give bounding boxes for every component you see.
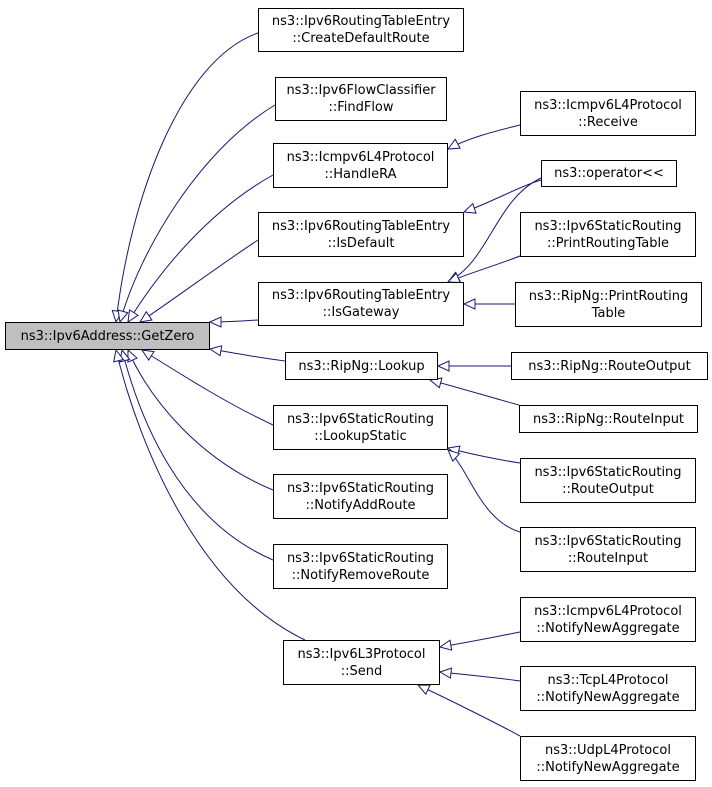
edge-ripng_print_routing_table-to-is_gateway: [462, 298, 516, 310]
node-is-gateway[interactable]: ns3::Ipv6RoutingTableEntry::IsGateway: [258, 282, 464, 326]
node-icmpv6-receive[interactable]: ns3::Icmpv6L4Protocol::Receive: [520, 91, 696, 136]
edge-notify_remove_route-to-root: [119, 348, 274, 561]
edge-print_routing_table-to-is_gateway: [446, 255, 521, 283]
edge-tcp_notify_new_aggregate-to-l3_send: [438, 667, 521, 682]
node-icmpv6-notify-new-aggregate[interactable]: ns3::Icmpv6L4Protocol::NotifyNewAggregat…: [520, 597, 696, 642]
node-ripng-lookup[interactable]: ns3::RipNg::Lookup: [285, 352, 438, 380]
edge-is_default-to-root: [138, 239, 259, 323]
node-static-route-output[interactable]: ns3::Ipv6StaticRouting::RouteOutput: [520, 458, 696, 503]
node-ripng-route-output[interactable]: ns3::RipNg::RouteOutput: [511, 352, 708, 380]
edge-lookup_static-to-root: [140, 349, 274, 426]
edge-icmp_receive-to-handle_ra: [446, 124, 521, 150]
edge-static_route_input-to-lookup_static: [447, 449, 521, 533]
edge-is_gateway-to-root: [208, 316, 259, 328]
node-lookup-static[interactable]: ns3::Ipv6StaticRouting::LookupStatic: [273, 405, 448, 450]
edge-ripng_route_input-to-ripng_lookup: [428, 377, 520, 406]
node-notify-add-route[interactable]: ns3::Ipv6StaticRouting::NotifyAddRoute: [273, 474, 448, 519]
edge-l3_send-to-root: [113, 348, 306, 641]
node-notify-remove-route[interactable]: ns3::Ipv6StaticRouting::NotifyRemoveRout…: [273, 544, 448, 589]
edge-ripng_route_output-to-ripng_lookup: [436, 360, 511, 372]
edge-create_default_route-to-root: [111, 32, 259, 324]
node-ripng-route-input[interactable]: ns3::RipNg::RouteInput: [519, 405, 698, 433]
edge-find_flow-to-root: [117, 104, 276, 324]
node-create-default-route[interactable]: ns3::Ipv6RoutingTableEntry::CreateDefaul…: [258, 8, 464, 52]
node-ipv6l3protocol-send[interactable]: ns3::Ipv6L3Protocol::Send: [283, 640, 440, 685]
edge-handle_ra-to-root: [127, 174, 274, 324]
edge-ripng_lookup-to-root: [208, 345, 286, 362]
edge-udp_notify_new_aggregate-to-l3_send: [416, 684, 521, 737]
node-find-flow[interactable]: ns3::Ipv6FlowClassifier::FindFlow: [275, 77, 447, 121]
edge-icmp_notify_new_aggregate-to-l3_send: [438, 631, 521, 651]
node-is-default[interactable]: ns3::Ipv6RoutingTableEntry::IsDefault: [258, 212, 464, 257]
node-print-routing-table[interactable]: ns3::Ipv6StaticRouting::PrintRoutingTabl…: [520, 212, 696, 257]
edge-notify_add_route-to-root: [127, 348, 274, 491]
node-handle-ra[interactable]: ns3::Icmpv6L4Protocol::HandleRA: [273, 143, 448, 188]
node-static-route-input[interactable]: ns3::Ipv6StaticRouting::RouteInput: [520, 527, 696, 572]
node-operator-shift[interactable]: ns3::operator<<: [541, 160, 677, 187]
node-tcp-notify-new-aggregate[interactable]: ns3::TcpL4Protocol::NotifyNewAggregate: [520, 666, 696, 711]
node-udp-notify-new-aggregate[interactable]: ns3::UdpL4Protocol::NotifyNewAggregate: [520, 736, 696, 781]
node-ipv6address-getzero: ns3::Ipv6Address::GetZero: [5, 322, 210, 350]
